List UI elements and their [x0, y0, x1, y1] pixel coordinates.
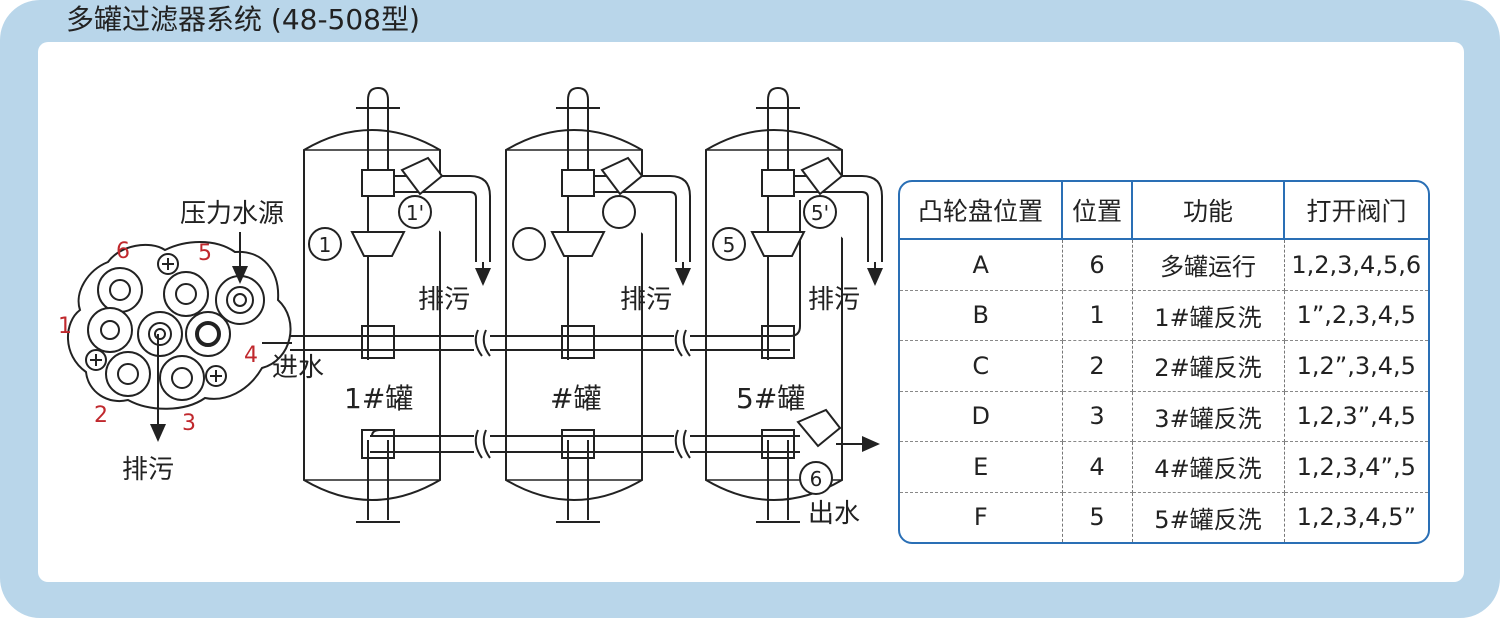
table-cell: 1 [1062, 290, 1133, 341]
table-cell: 4#罐反洗 [1132, 441, 1285, 493]
cam-disc [67, 241, 292, 410]
valve-label-6: 6 [810, 467, 823, 491]
disc-port-3: 3 [182, 411, 196, 436]
drain-label-1: 排污 [418, 285, 470, 315]
table-cell: E [900, 441, 1063, 493]
table-cell: 2 [1062, 340, 1133, 392]
table-row: A 6 多罐运行 1,2,3,4,5,6 [900, 239, 1428, 291]
table-cell: 5 [1062, 492, 1133, 542]
disc-port-5: 5 [198, 241, 212, 266]
table-cell: 1#罐反洗 [1132, 290, 1285, 341]
valve-label-1: 1 [319, 233, 332, 257]
header-position: 位置 [1062, 182, 1133, 240]
table-cell: C [900, 340, 1063, 392]
table-cell: 1”,2,3,4,5 [1284, 290, 1428, 341]
table-cell: 4 [1062, 441, 1133, 493]
table-cell: B [900, 290, 1063, 341]
vertical-pipes [356, 86, 800, 523]
table-header-row: 凸轮盘位置 位置 功能 打开阀门 [900, 182, 1428, 240]
tank-3-label: 5#罐 [736, 382, 805, 415]
table-cell: D [900, 391, 1063, 442]
header-cam-position: 凸轮盘位置 [900, 182, 1063, 240]
disc-drain-label: 排污 [122, 455, 174, 485]
valve-position-table: 凸轮盘位置 位置 功能 打开阀门 A 6 多罐运行 1,2,3,4,5,6 B … [898, 180, 1430, 544]
table-cell: 1,2”,3,4,5 [1284, 340, 1428, 392]
table-cell: 1,2,3,4,5” [1296, 503, 1416, 532]
table-cell: 1,2,3,4”,5 [1284, 441, 1428, 493]
table-row: B 1 1#罐反洗 1”,2,3,4,5 [900, 290, 1428, 341]
table-row: F 5 5#罐反洗 1,2,3,4,5” [900, 492, 1428, 542]
table-row: C 2 2#罐反洗 1,2”,3,4,5 [900, 340, 1428, 392]
table-cell: 3#罐反洗 [1132, 391, 1285, 442]
header-open-valves: 打开阀门 [1284, 182, 1428, 240]
disc-port-2: 2 [94, 403, 108, 428]
inlet-label: 进水 [272, 353, 324, 383]
tank-1-label: 1#罐 [344, 382, 413, 415]
table-cell: 5#罐反洗 [1132, 492, 1285, 542]
outlet-label: 出水 [808, 499, 860, 529]
valve-label-5-prime: 5' [811, 201, 829, 225]
table-row: D 3 3#罐反洗 1,2,3”,4,5 [900, 391, 1428, 442]
flow-arrows [262, 262, 883, 452]
disc-port-4: 4 [244, 343, 258, 368]
table-cell: A [900, 239, 1063, 291]
table-cell: 多罐运行 [1132, 239, 1285, 291]
valve-label-5: 5 [723, 233, 736, 257]
disc-port-6: 6 [116, 239, 130, 264]
table-row: E 4 4#罐反洗 1,2,3,4”,5 [900, 441, 1428, 493]
tank-2-label: #罐 [550, 382, 601, 415]
header-pipes [290, 200, 801, 459]
disc-source-label: 压力水源 [180, 199, 284, 229]
table-cell: 1,2,3”,4,5 [1284, 391, 1428, 442]
drain-label-2: 排污 [620, 285, 672, 315]
disc-port-1: 1 [58, 314, 72, 339]
table-cell: 2#罐反洗 [1132, 340, 1285, 392]
header-function: 功能 [1132, 182, 1285, 240]
table-cell: 6 [1062, 239, 1133, 291]
page-title: 多罐过滤器系统 (48-508型) [66, 3, 420, 36]
table-cell: F [900, 492, 1063, 542]
table-cell: 3 [1062, 391, 1133, 442]
table-cell: 1,2,3,4,5,6 [1284, 239, 1428, 291]
drain-label-3: 排污 [808, 285, 860, 315]
valve-label-1-prime: 1' [406, 201, 424, 225]
